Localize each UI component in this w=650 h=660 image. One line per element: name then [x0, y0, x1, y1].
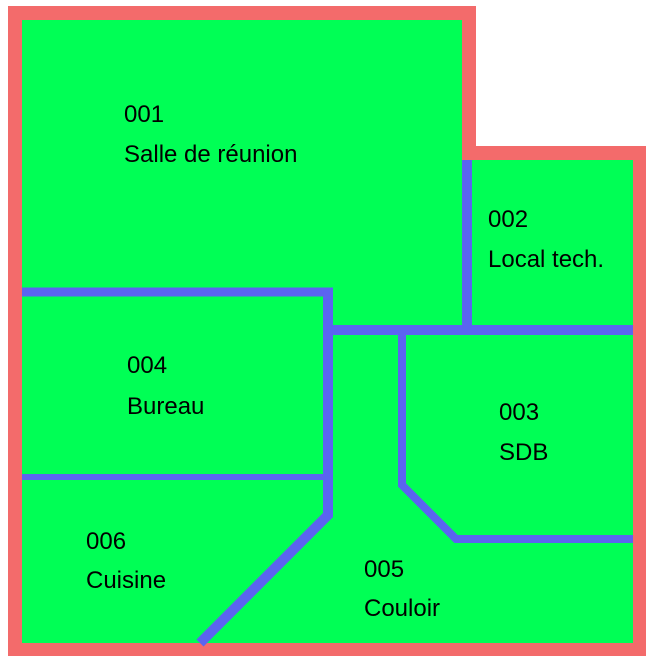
room-004: 004 Bureau	[127, 352, 204, 420]
room-number: 006	[86, 528, 126, 555]
room-number: 004	[127, 352, 167, 379]
room-name: Salle de réunion	[124, 141, 297, 168]
room-name: Local tech.	[488, 246, 604, 273]
room-number: 002	[488, 206, 528, 233]
room-number: 003	[499, 399, 539, 426]
room-005: 005 Couloir	[364, 556, 440, 622]
partition-004-corridor	[196, 288, 333, 647]
room-002: 002 Local tech.	[488, 206, 604, 273]
room-001: 001 Salle de réunion	[124, 101, 297, 168]
room-name: Cuisine	[86, 567, 166, 594]
partition-walls	[22, 160, 633, 647]
room-006: 006 Cuisine	[86, 528, 166, 594]
room-name: SDB	[499, 439, 548, 466]
room-name: Couloir	[364, 595, 440, 622]
room-number: 005	[364, 556, 404, 583]
room-number: 001	[124, 101, 164, 128]
room-name: Bureau	[127, 393, 204, 420]
partition-003-corridor	[398, 334, 633, 543]
room-003: 003 SDB	[499, 399, 548, 466]
